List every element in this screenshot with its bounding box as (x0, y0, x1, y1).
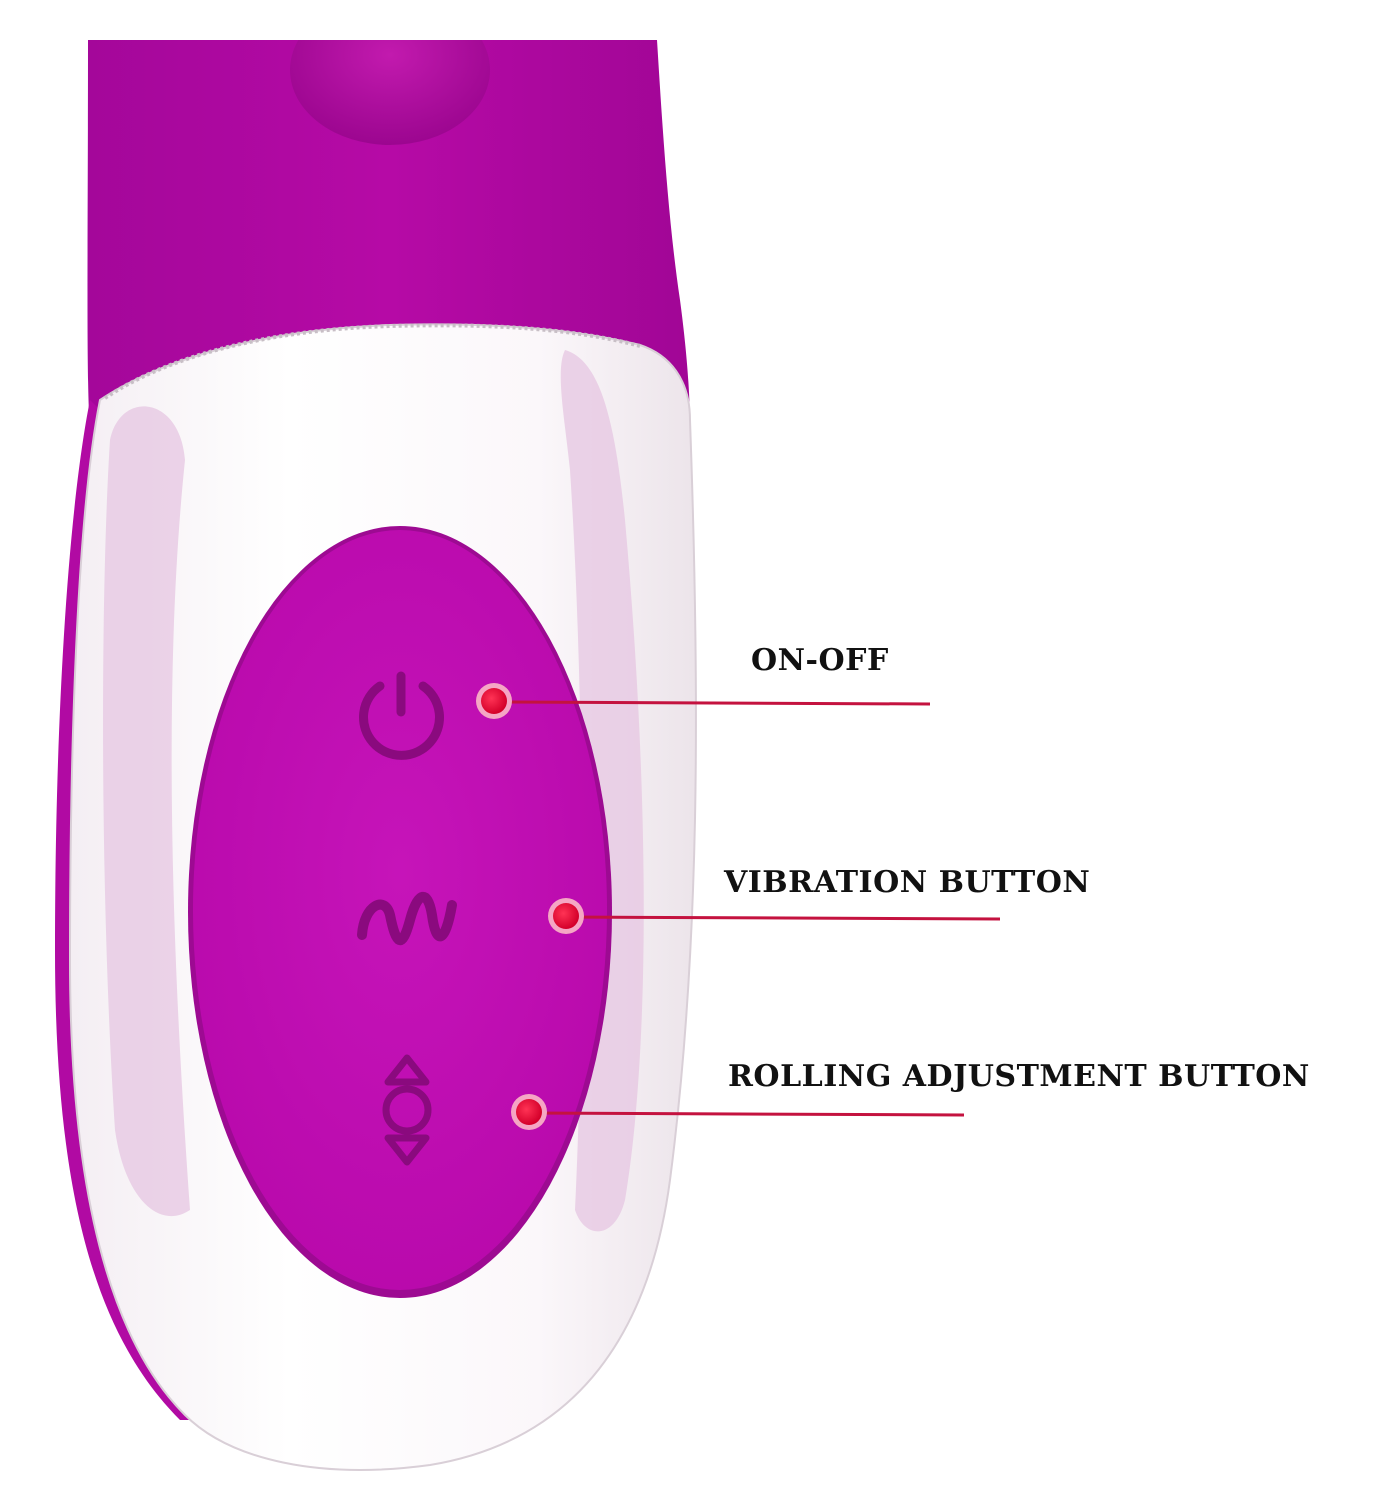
callout-label-onoff: ON-OFF (751, 643, 889, 678)
wave-icon[interactable] (357, 891, 457, 946)
leader-line-vibration (566, 915, 1001, 921)
callout-label-rolling: ROLLING ADJUSTMENT BUTTON (728, 1059, 1310, 1094)
leader-line-rolling (529, 1111, 965, 1117)
marker-onoff[interactable] (476, 683, 512, 719)
callout-label-vibration: VIBRATION BUTTON (724, 865, 1091, 900)
leader-line-onoff (495, 700, 931, 706)
marker-vibration[interactable] (548, 898, 584, 934)
left-highlight (103, 406, 190, 1217)
marker-rolling[interactable] (511, 1094, 547, 1130)
control-panel-face (193, 530, 607, 1290)
shell-seam (103, 323, 641, 400)
power-icon[interactable] (359, 671, 444, 760)
rolling-arrows-icon[interactable] (382, 1054, 432, 1166)
